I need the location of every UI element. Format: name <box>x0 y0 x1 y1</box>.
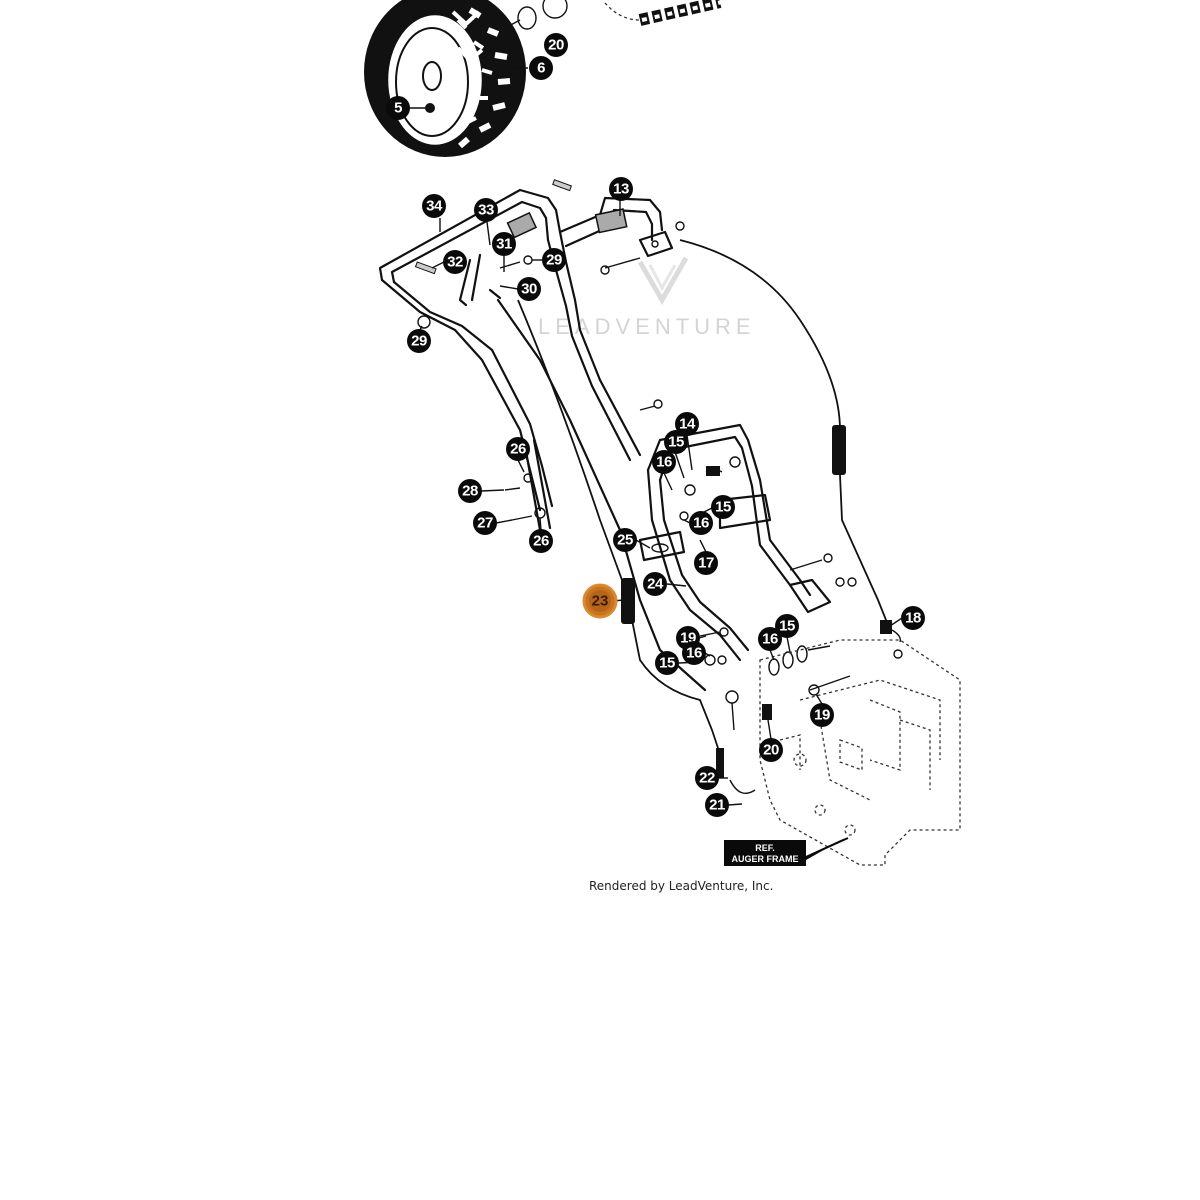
callout-34[interactable]: 34 <box>422 194 446 218</box>
ref-label-line2: AUGER FRAME <box>732 854 799 864</box>
callout-25[interactable]: 25 <box>613 528 637 552</box>
callout-29[interactable]: 29 <box>542 248 566 272</box>
svg-text:13: 13 <box>613 181 629 198</box>
svg-text:20: 20 <box>763 742 779 759</box>
leader-lines <box>408 67 903 806</box>
svg-text:16: 16 <box>762 631 778 648</box>
auger-frame-reference <box>759 639 961 866</box>
control-cables <box>517 239 889 794</box>
svg-text:16: 16 <box>686 645 702 662</box>
render-credit: Rendered by LeadVenture, Inc. <box>589 879 773 893</box>
svg-text:29: 29 <box>411 333 427 350</box>
lower-handle-bracket <box>638 423 903 731</box>
callout-28[interactable]: 28 <box>458 479 482 503</box>
svg-text:15: 15 <box>668 434 684 451</box>
callout-23-selected[interactable]: 23 <box>582 583 618 619</box>
svg-text:15: 15 <box>715 499 731 516</box>
callout-29[interactable]: 29 <box>407 329 431 353</box>
callout-24[interactable]: 24 <box>643 572 667 596</box>
callout-21[interactable]: 21 <box>705 793 729 817</box>
callout-26[interactable]: 26 <box>506 437 530 461</box>
callout-16[interactable]: 16 <box>652 450 676 474</box>
callout-16[interactable]: 16 <box>689 511 713 535</box>
callout-31[interactable]: 31 <box>492 232 516 256</box>
callout-26[interactable]: 26 <box>529 529 553 553</box>
svg-text:23: 23 <box>592 593 609 610</box>
callout-19[interactable]: 19 <box>810 703 834 727</box>
callout-16[interactable]: 16 <box>758 627 782 651</box>
svg-text:14: 14 <box>679 416 696 433</box>
callout-18[interactable]: 18 <box>901 606 925 630</box>
callout-20[interactable]: 20 <box>544 33 568 57</box>
callout-17[interactable]: 17 <box>694 551 718 575</box>
watermark: LEADVENTURE <box>538 256 756 339</box>
svg-text:32: 32 <box>447 254 463 271</box>
callout-15[interactable]: 15 <box>775 614 799 638</box>
svg-text:28: 28 <box>462 483 478 500</box>
part-callouts: 20 6 5 34 33 13 31 32 29 30 29 14 15 16 … <box>386 33 925 817</box>
watermark-text: LEADVENTURE <box>538 314 756 339</box>
svg-text:21: 21 <box>709 797 725 814</box>
svg-text:15: 15 <box>779 618 795 635</box>
svg-text:6: 6 <box>537 60 545 77</box>
ref-auger-frame-label: REF. AUGER FRAME <box>724 837 849 866</box>
upper-handle <box>378 179 707 692</box>
callout-32[interactable]: 32 <box>443 250 467 274</box>
callout-15[interactable]: 15 <box>711 495 735 519</box>
callout-33[interactable]: 33 <box>474 198 498 222</box>
svg-text:18: 18 <box>905 610 921 627</box>
svg-text:30: 30 <box>521 281 537 298</box>
svg-text:19: 19 <box>814 707 830 724</box>
callout-14[interactable]: 14 <box>675 412 699 436</box>
callout-6[interactable]: 6 <box>529 56 553 80</box>
svg-text:25: 25 <box>617 532 633 549</box>
svg-text:15: 15 <box>659 655 675 672</box>
svg-text:16: 16 <box>693 515 709 532</box>
svg-text:5: 5 <box>394 100 402 117</box>
callout-13[interactable]: 13 <box>609 177 633 201</box>
svg-text:27: 27 <box>477 515 493 532</box>
callout-30[interactable]: 30 <box>517 277 541 301</box>
svg-text:33: 33 <box>478 202 494 219</box>
svg-text:26: 26 <box>510 441 526 458</box>
callout-22[interactable]: 22 <box>695 766 719 790</box>
svg-text:20: 20 <box>548 37 564 54</box>
svg-text:34: 34 <box>426 198 443 215</box>
callout-15[interactable]: 15 <box>664 430 688 454</box>
callout-27[interactable]: 27 <box>473 511 497 535</box>
callout-5[interactable]: 5 <box>386 96 410 120</box>
svg-text:17: 17 <box>698 555 714 572</box>
drive-chain <box>604 0 723 26</box>
svg-text:31: 31 <box>496 236 512 253</box>
svg-text:29: 29 <box>546 252 562 269</box>
svg-text:22: 22 <box>699 770 715 787</box>
svg-text:26: 26 <box>533 533 549 550</box>
callout-15[interactable]: 15 <box>655 651 679 675</box>
ref-label-line1: REF. <box>755 843 775 853</box>
svg-text:24: 24 <box>647 576 664 593</box>
callout-16[interactable]: 16 <box>682 641 706 665</box>
callout-20[interactable]: 20 <box>759 738 783 762</box>
svg-text:16: 16 <box>656 454 672 471</box>
